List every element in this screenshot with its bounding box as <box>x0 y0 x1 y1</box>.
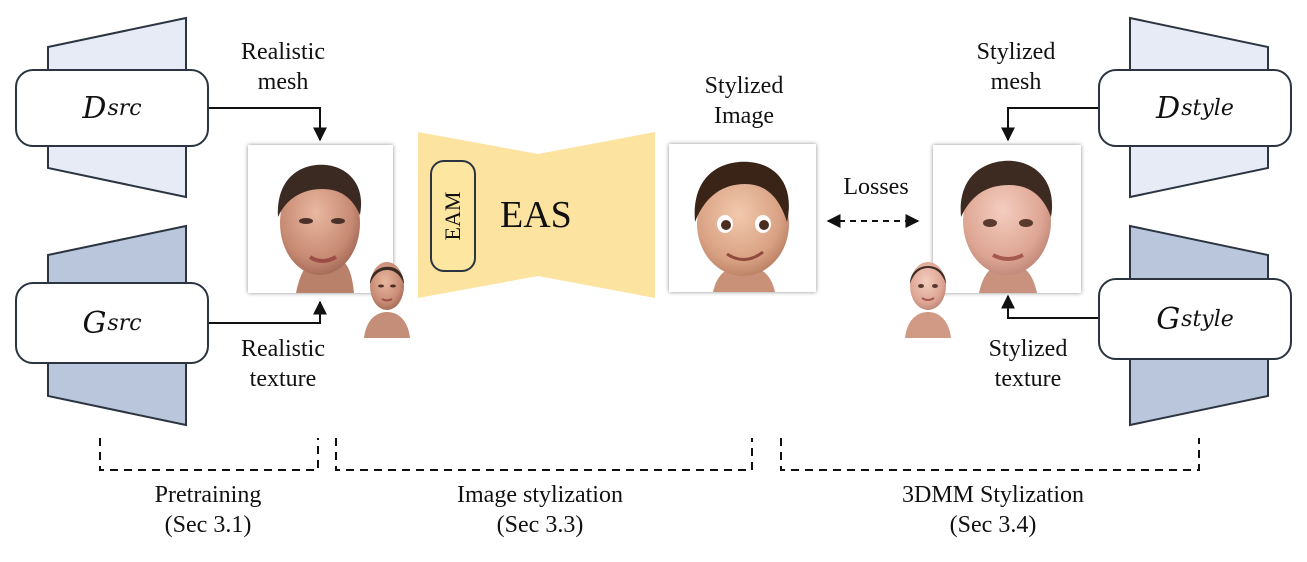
stylized-texture-line-1: Stylized <box>988 336 1068 362</box>
stage-3dmm-stylization: 3DMM Stylization (Sec 3.4) <box>868 480 1118 540</box>
g-style-symbol: G <box>1156 301 1181 337</box>
g-src-subscript: src <box>107 310 142 336</box>
eas-label: EAS <box>500 194 572 236</box>
g-style-subscript: style <box>1181 306 1234 332</box>
stylized-head-thumbnail <box>899 250 957 338</box>
eas-shape <box>418 132 655 298</box>
stylized-image-line-2: Image <box>714 103 774 129</box>
eam-label: EAM <box>440 191 465 241</box>
bracket-image-stylization <box>335 438 753 471</box>
g-src-symbol: G <box>82 305 107 341</box>
stylized-mesh-arrow <box>1001 107 1098 142</box>
stage-3dmm-stylization-section: (Sec 3.4) <box>949 512 1037 538</box>
d-src-symbol: D <box>82 90 107 126</box>
stylized-image-label: Stylized Image <box>684 71 804 131</box>
realistic-texture-label: Realistic texture <box>223 334 343 394</box>
realistic-texture-arrow <box>208 300 327 324</box>
realistic-mesh-line-1: Realistic <box>241 39 325 65</box>
d-src-subscript: src <box>107 95 142 121</box>
eam-block: EAM <box>430 160 476 272</box>
stylized-texture-line-2: texture <box>994 366 1062 392</box>
stage-pretraining-name: Pretraining <box>154 482 262 508</box>
stage-image-stylization-section: (Sec 3.3) <box>496 512 584 538</box>
realistic-mesh-label: Realistic mesh <box>223 37 343 97</box>
stylized-texture-arrow <box>1001 294 1098 319</box>
realistic-mesh-line-2: mesh <box>257 69 309 95</box>
realistic-texture-line-2: texture <box>249 366 317 392</box>
cartoon-face-icon <box>669 144 816 292</box>
stage-image-stylization-name: Image stylization <box>457 482 623 508</box>
realistic-head-thumbnail <box>358 250 416 338</box>
stage-pretraining: Pretraining (Sec 3.1) <box>118 480 298 540</box>
realistic-mesh-arrow <box>208 107 327 142</box>
bracket-3dmm-stylization <box>780 438 1200 471</box>
stylized-mesh-label: Stylized mesh <box>956 37 1076 97</box>
stylized-face-icon <box>933 145 1081 293</box>
stylized-texture-label: Stylized texture <box>968 334 1088 394</box>
stylized-render-image <box>933 145 1081 293</box>
losses-label: Losses <box>843 174 909 200</box>
bracket-pretraining <box>99 438 319 471</box>
stylized-head-icon <box>905 262 951 338</box>
realistic-texture-line-1: Realistic <box>241 336 325 362</box>
realistic-render-image <box>248 145 393 293</box>
stage-image-stylization: Image stylization (Sec 3.3) <box>420 480 660 540</box>
stylized-image <box>669 144 816 292</box>
stylized-mesh-line-2: mesh <box>990 69 1042 95</box>
stage-pretraining-section: (Sec 3.1) <box>164 512 252 538</box>
stylized-image-line-1: Stylized <box>704 73 784 99</box>
realistic-head-icon <box>364 262 410 338</box>
d-style-symbol: D <box>1156 90 1181 126</box>
realistic-face-icon <box>248 145 393 293</box>
d-style-subscript: style <box>1181 95 1234 121</box>
stage-3dmm-stylization-name: 3DMM Stylization <box>901 482 1084 508</box>
stylized-mesh-line-1: Stylized <box>976 39 1056 65</box>
